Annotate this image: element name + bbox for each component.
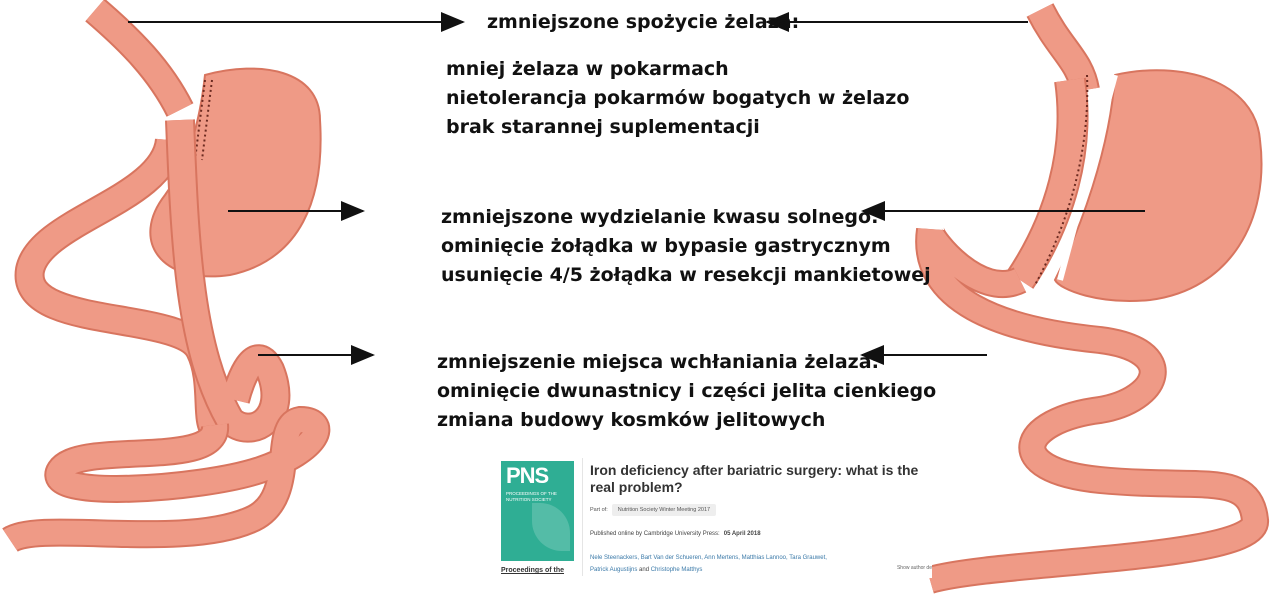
absorption-block: zmniejszenie miejsca wchłaniania żelaza:… xyxy=(437,348,936,435)
authors: Nele Steenackers, Bart Van der Schueren,… xyxy=(590,552,827,576)
acid-heading: zmniejszone wydzielanie kwasu solnego: xyxy=(441,206,879,228)
absorption-heading: zmniejszenie miejsca wchłaniania żelaza: xyxy=(437,351,880,373)
cause-line: nietolerancja pokarmów bogatych w żelazo xyxy=(446,87,910,109)
intake-causes: mniej żelaza w pokarmach nietolerancja p… xyxy=(446,55,909,142)
leaf-icon xyxy=(532,503,570,551)
citation-card: PNS PROCEEDINGS OF THE NUTRITION SOCIETY… xyxy=(500,458,932,578)
cause-line: ominięcie dwunastnicy i części jelita ci… xyxy=(437,380,937,402)
part-of: Part of:Nutrition Society Winter Meeting… xyxy=(590,504,717,516)
cause-line: zmiana budowy kosmków jelitowych xyxy=(437,409,826,431)
show-author-details-link[interactable]: Show author de xyxy=(896,565,932,571)
divider xyxy=(582,458,583,576)
published-label: Published online by Cambridge University… xyxy=(590,531,720,537)
acid-block: zmniejszone wydzielanie kwasu solnego: o… xyxy=(441,203,931,290)
published-date: 05 April 2018 xyxy=(723,531,761,537)
cause-line: mniej żelaza w pokarmach xyxy=(446,58,729,80)
author-link[interactable]: Patrick Augustijns xyxy=(590,567,638,573)
author-link[interactable]: Christophe Matthys xyxy=(650,567,703,573)
sleeve-gastrectomy-illustration xyxy=(915,3,1269,594)
part-of-label: Part of: xyxy=(590,507,608,513)
part-of-badge[interactable]: Nutrition Society Winter Meeting 2017 xyxy=(611,504,717,516)
journal-link[interactable]: Proceedings of the xyxy=(501,567,565,574)
cover-title: PNS xyxy=(506,463,549,488)
author-links[interactable]: Nele Steenackers, Bart Van der Schueren,… xyxy=(590,555,827,561)
and-text: and xyxy=(639,567,650,573)
cause-line: usunięcie 4/5 żołądka w resekcji mankiet… xyxy=(441,264,931,286)
journal-cover: PNS PROCEEDINGS OF THE NUTRITION SOCIETY xyxy=(501,461,574,561)
gastric-bypass-illustration xyxy=(2,0,331,553)
published-info: Published online by Cambridge University… xyxy=(590,531,761,537)
cause-line: ominięcie żołądka w bypasie gastrycznym xyxy=(441,235,891,257)
intake-heading: zmniejszone spożycie żelaza: xyxy=(487,11,800,33)
article-title: Iron deficiency after bariatric surgery:… xyxy=(590,462,919,495)
cover-subtitle: PROCEEDINGS OF THE NUTRITION SOCIETY xyxy=(506,491,557,502)
cause-line: brak starannej suplementacji xyxy=(446,116,760,138)
